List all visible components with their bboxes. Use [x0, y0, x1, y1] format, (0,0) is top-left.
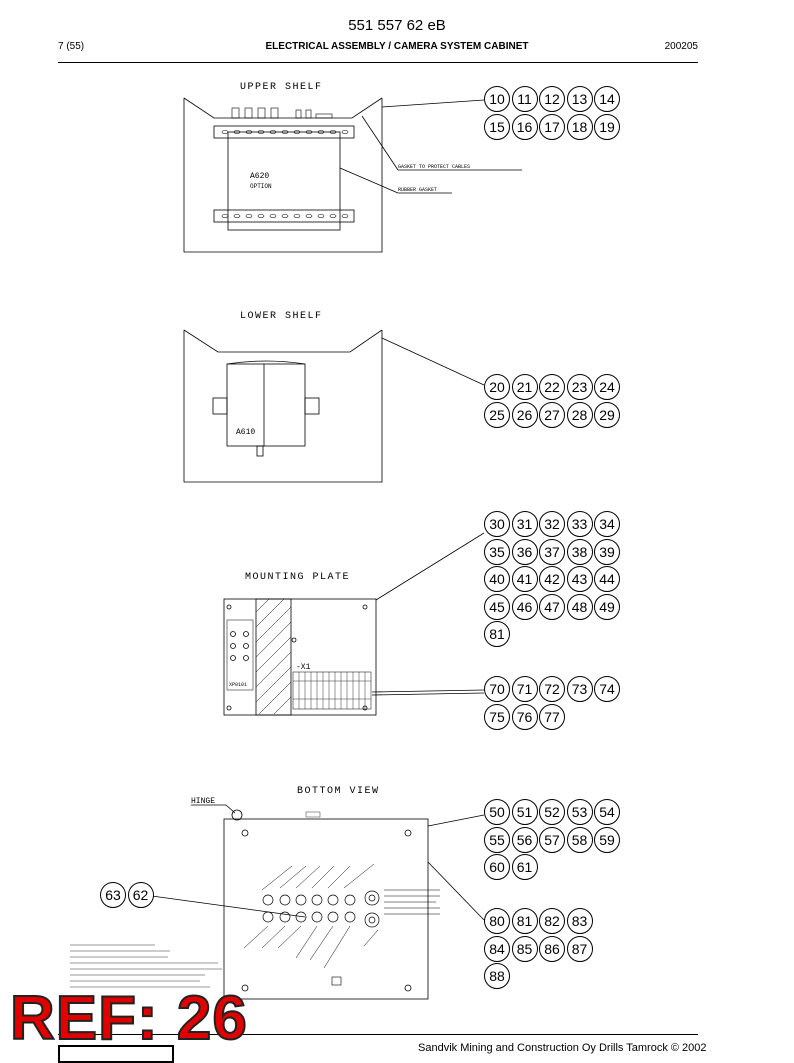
item-callout: 22: [539, 374, 565, 400]
item-callout: 34: [594, 511, 620, 537]
item-callout: 81: [511, 908, 538, 934]
item-callout: 87: [566, 935, 593, 962]
header-rule: [58, 62, 698, 63]
upper-shelf-drawing: UPPER SHELF A620 OPTION GASKET TO PROTEC…: [183, 82, 522, 253]
item-callout: 56: [511, 826, 538, 853]
label-x1: -X1: [296, 663, 311, 672]
item-callout: 50: [484, 799, 510, 825]
item-callout: 39: [594, 538, 620, 565]
item-callout: 54: [594, 799, 620, 825]
item-callout: 35: [484, 538, 510, 565]
label-xp0101: XP0101: [229, 682, 247, 688]
item-callout: 42: [539, 566, 565, 592]
item-callout: 46: [511, 593, 538, 620]
item-callout: 33: [566, 511, 593, 537]
item-callout: 77: [539, 703, 565, 730]
item-callout: 40: [484, 566, 510, 592]
item-callout: 60: [484, 854, 510, 880]
label-a610: A610: [236, 428, 255, 437]
item-callout: 49: [594, 593, 620, 620]
item-callout: 31: [511, 511, 538, 537]
label-lower-shelf: LOWER SHELF: [240, 311, 323, 322]
item-callout: 63: [100, 882, 126, 908]
label-mounting-plate: MOUNTING PLATE: [245, 572, 350, 583]
reference-stamp: REF: 26: [9, 984, 248, 1053]
item-callout: 83: [566, 908, 593, 934]
item-callout: 28: [566, 401, 593, 428]
item-callout: 27: [539, 401, 565, 428]
item-callout: 21: [511, 374, 538, 400]
item-callout: 52: [539, 799, 565, 825]
item-callout: 84: [484, 935, 510, 962]
item-callout: 17: [539, 113, 565, 140]
item-callout: 55: [484, 826, 510, 853]
item-callout: 76: [511, 703, 538, 730]
item-callout: 74: [594, 676, 620, 702]
item-callout: 10: [484, 86, 510, 112]
item-callout: 43: [566, 566, 593, 592]
item-callout: 75: [484, 703, 510, 730]
item-callout: 85: [511, 935, 538, 962]
label-hinge: HINGE: [191, 797, 215, 806]
label-upper-shelf: UPPER SHELF: [240, 82, 323, 93]
item-callout: 72: [539, 676, 565, 702]
label-bottom-view: BOTTOM VIEW: [297, 786, 380, 797]
item-callout: 25: [484, 401, 510, 428]
item-callout: 41: [511, 566, 538, 592]
document-number: 551 557 62 eB: [348, 17, 446, 34]
label-option: OPTION: [250, 183, 272, 190]
item-callout: 23: [566, 374, 593, 400]
item-callout: 57: [539, 826, 565, 853]
item-callout: 18: [566, 113, 593, 140]
item-callout: 81: [484, 621, 510, 647]
label-rubber-gasket: RUBBER GASKET: [398, 187, 437, 193]
item-callout: 61: [511, 854, 538, 880]
item-callout: 36: [511, 538, 538, 565]
item-callout: 29: [594, 401, 620, 428]
lower-shelf-drawing: LOWER SHELF A610: [183, 311, 485, 483]
item-callout: 14: [594, 86, 620, 112]
item-callout: 82: [539, 908, 565, 934]
item-callout: 32: [539, 511, 565, 537]
item-callout: 38: [566, 538, 593, 565]
item-callout: 20: [484, 374, 510, 400]
item-callout: 13: [566, 86, 593, 112]
item-callout: 88: [484, 963, 510, 989]
item-callout: 59: [594, 826, 620, 853]
footer-rule: [58, 1034, 698, 1035]
label-gasket-cables: GASKET TO PROTECT CABLES: [398, 164, 470, 170]
mounting-plate-drawing: MOUNTING PLATE XP0101 -X1: [223, 532, 485, 716]
item-callout: 62: [127, 882, 154, 908]
item-callout: 45: [484, 593, 510, 620]
item-callout: 30: [484, 511, 510, 537]
revision-date: 200205: [664, 41, 698, 52]
page-title: ELECTRICAL ASSEMBLY / CAMERA SYSTEM CABI…: [265, 41, 529, 52]
item-callout: 24: [594, 374, 620, 400]
item-callout: 15: [484, 113, 510, 140]
item-callout: 51: [511, 799, 538, 825]
item-callout: 19: [594, 113, 620, 140]
item-callout: 86: [539, 935, 565, 962]
item-callout: 70: [484, 676, 510, 702]
item-callout: 71: [511, 676, 538, 702]
item-callout: 73: [566, 676, 593, 702]
item-callout: 16: [511, 113, 538, 140]
item-callout: 26: [511, 401, 538, 428]
item-callout: 11: [511, 86, 538, 112]
item-callout: 80: [484, 908, 510, 934]
item-callout: 58: [566, 826, 593, 853]
bottom-view-drawing: BOTTOM VIEW HINGE: [70, 786, 485, 1000]
item-callout: 12: [539, 86, 565, 112]
label-a620: A620: [250, 172, 269, 181]
item-callout: 37: [539, 538, 565, 565]
item-callout: 44: [594, 566, 620, 592]
item-callout: 48: [566, 593, 593, 620]
page-number: 7 (55): [58, 41, 85, 52]
copyright: Sandvik Mining and Construction Oy Drill…: [418, 1042, 707, 1054]
item-callout: 53: [566, 799, 593, 825]
item-callout: 47: [539, 593, 565, 620]
